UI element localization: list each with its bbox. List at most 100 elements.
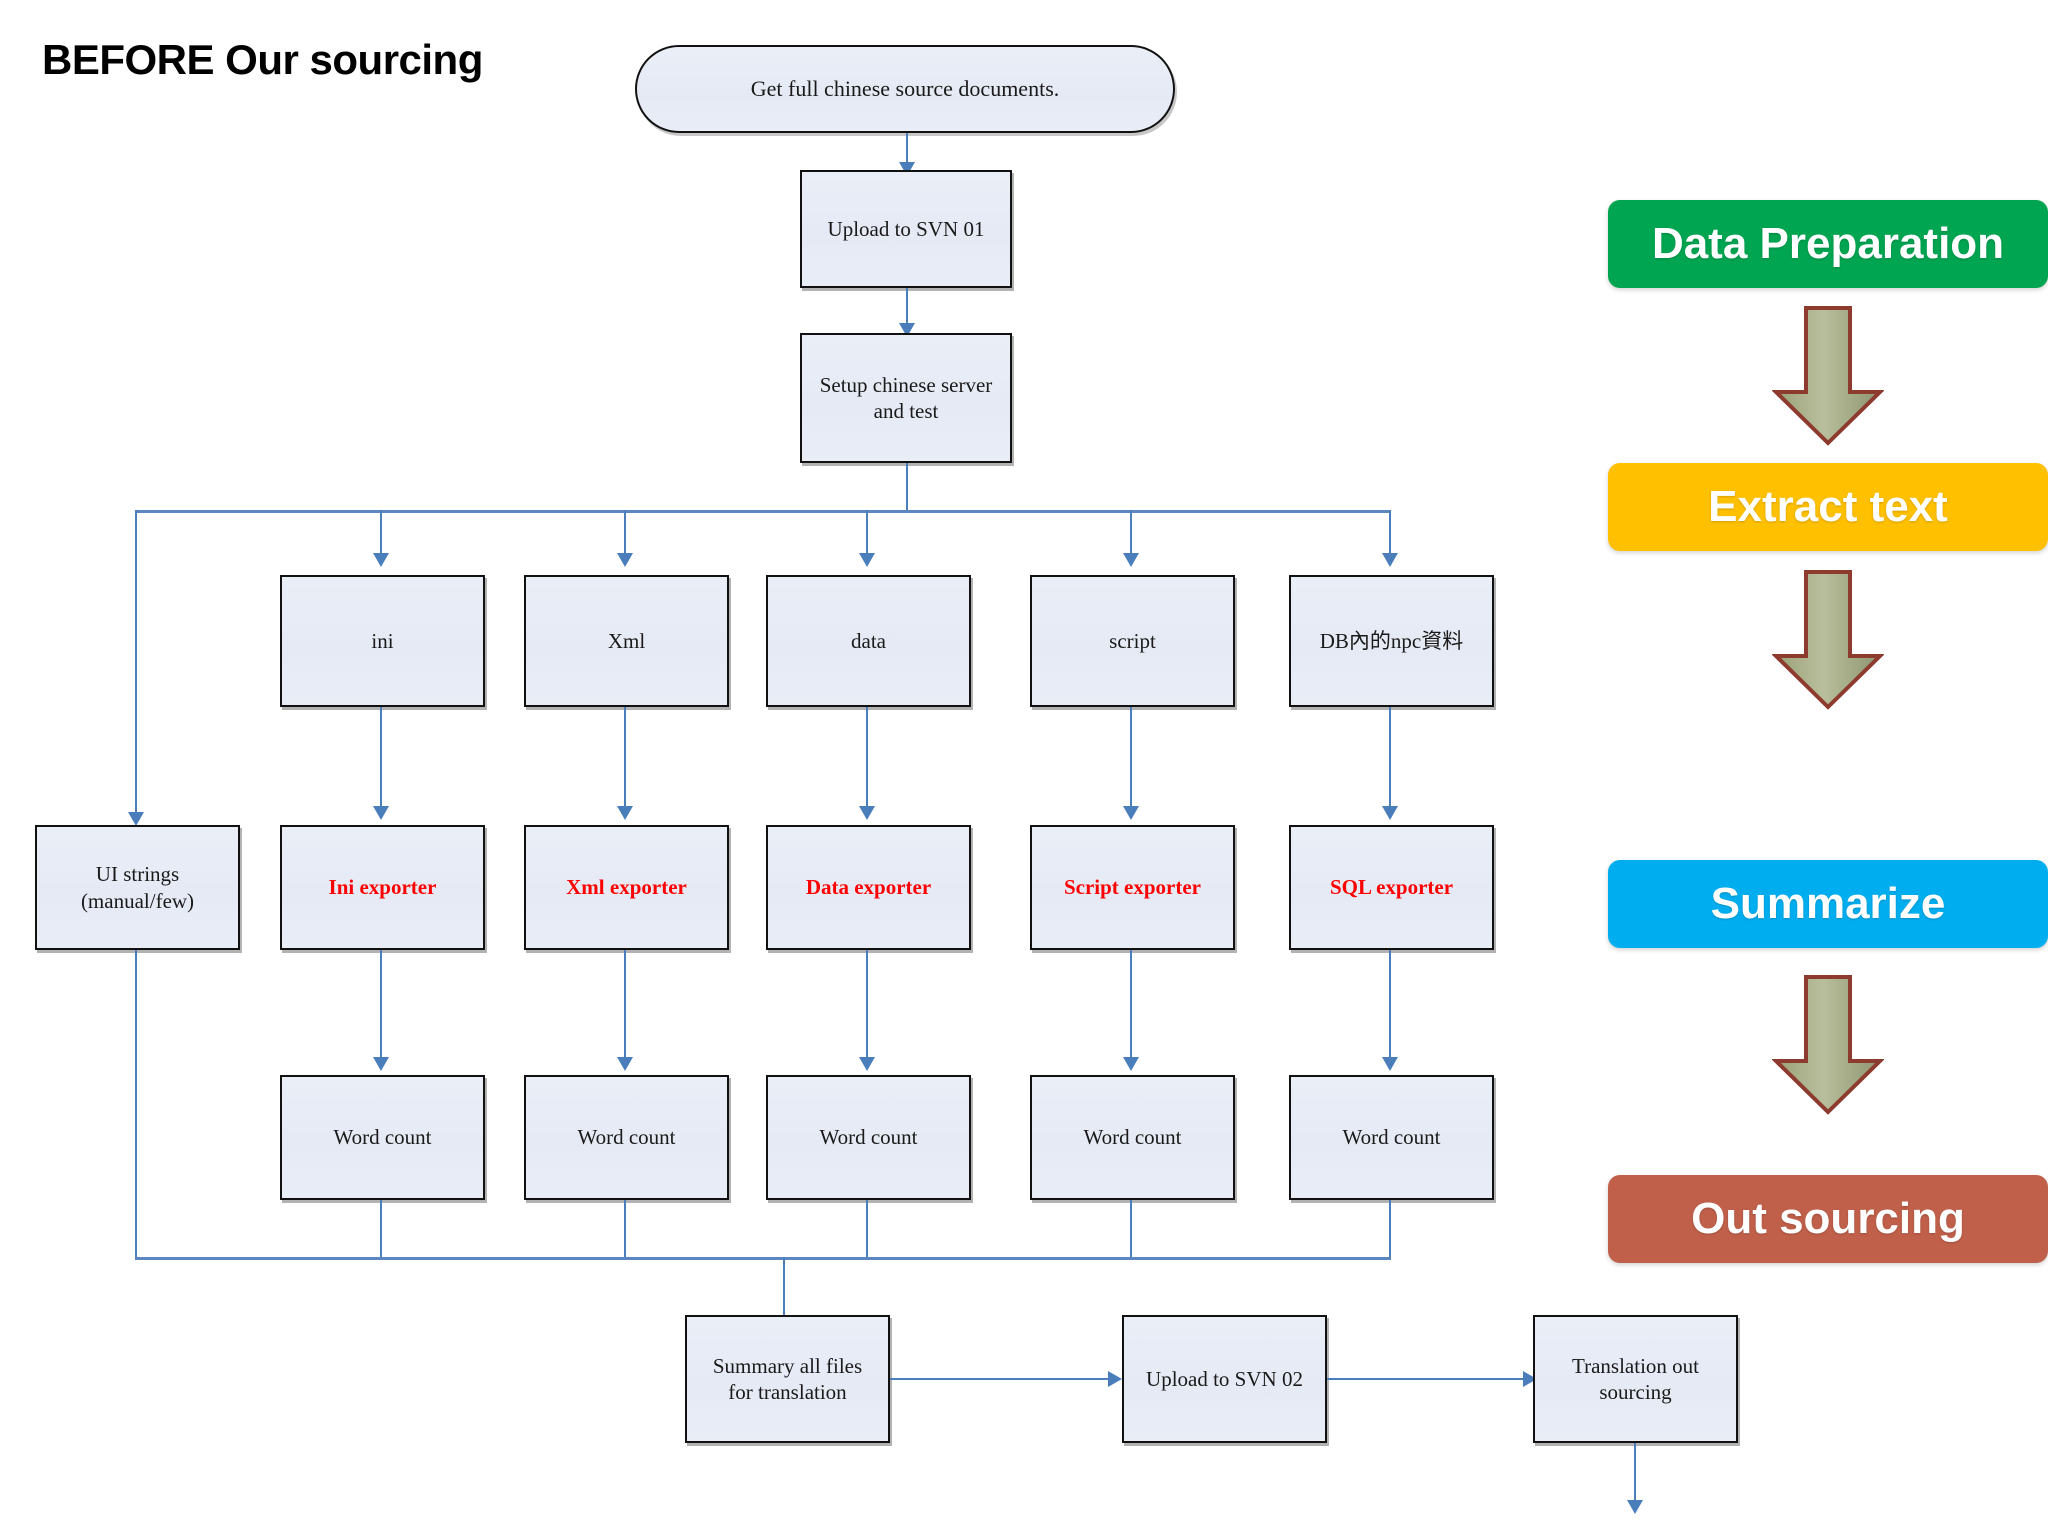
arrowhead-source-data-to-exporter [859, 806, 875, 820]
connector-source-db-to-exporter [1389, 707, 1391, 812]
connector-bus-to-ui-strings [135, 510, 137, 820]
arrowhead-bus-to-source-ini [373, 553, 389, 567]
flow-node-exporter-ini[interactable]: Ini exporter [280, 825, 485, 950]
setup-line-2: and test [873, 399, 939, 423]
connector-setup-to-bus [906, 463, 908, 511]
flow-node-exporter-ini-label: Ini exporter [328, 875, 437, 900]
flow-node-exporter-sql[interactable]: SQL exporter [1289, 825, 1494, 950]
arrowhead-bus-to-source-script [1123, 553, 1139, 567]
setup-line-1: Setup chinese server [819, 372, 993, 397]
arrowhead-source-ini-to-exporter [373, 806, 389, 820]
flow-node-wordcount-sql-label: Word count [1342, 1125, 1441, 1150]
flow-node-exporter-script[interactable]: Script exporter [1030, 825, 1235, 950]
flow-node-exporter-data[interactable]: Data exporter [766, 825, 971, 950]
arrowhead-summary-to-upload02 [1108, 1371, 1122, 1387]
flow-node-wordcount-script-label: Word count [1083, 1125, 1182, 1150]
flow-node-summary[interactable]: Summary all files for translation [685, 1315, 890, 1443]
arrowhead-source-xml-to-exporter [617, 806, 633, 820]
arrowhead-bus-to-ui-strings [128, 812, 144, 826]
flow-node-ui-strings[interactable]: UI strings (manual/few) [35, 825, 240, 950]
connector-source-data-to-exporter [866, 707, 868, 812]
arrowhead-exporter-data-to-wordcount [859, 1057, 875, 1071]
stage-banner-data-preparation[interactable]: Data Preparation [1608, 200, 2048, 288]
flow-node-summary-label: Summary all files for translation [705, 1353, 870, 1406]
stage-banner-out-sourcing[interactable]: Out sourcing [1608, 1175, 2048, 1263]
flow-node-source-ini-label: ini [371, 628, 394, 653]
stage-banner-summarize[interactable]: Summarize [1608, 860, 2048, 948]
connector-source-xml-to-exporter [624, 707, 626, 812]
connector-bus-to-summary [783, 1257, 785, 1355]
flow-node-source-xml-label: Xml [607, 628, 646, 653]
flow-node-exporter-script-label: Script exporter [1063, 875, 1202, 900]
flow-node-wordcount-xml[interactable]: Word count [524, 1075, 729, 1200]
arrowhead-exporter-script-to-wordcount [1123, 1057, 1139, 1071]
connector-exporter-script-to-wordcount [1130, 950, 1132, 1062]
flow-node-wordcount-sql[interactable]: Word count [1289, 1075, 1494, 1200]
stage-banner-extract-text-label: Extract text [1708, 482, 1948, 531]
stage-banner-summarize-label: Summarize [1710, 879, 1946, 928]
stage-banner-extract-text[interactable]: Extract text [1608, 463, 2048, 551]
arrowhead-source-db-to-exporter [1382, 806, 1398, 820]
flow-node-start[interactable]: Get full chinese source documents. [635, 45, 1175, 133]
arrowhead-translation-to-offpage [1627, 1500, 1643, 1514]
connector-exporter-xml-to-wordcount [624, 950, 626, 1062]
connector-upload02-to-translation [1327, 1378, 1527, 1380]
flow-node-ui-strings-label: UI strings (manual/few) [73, 861, 202, 914]
connector-bus-to-source-ini [380, 510, 382, 560]
connector-start-to-upload01 [906, 133, 908, 169]
flow-node-upload-svn-02-label: Upload to SVN 02 [1146, 1366, 1303, 1391]
arrowhead-exporter-xml-to-wordcount [617, 1057, 633, 1071]
summary-line-1: Summary all files [712, 1353, 863, 1378]
connector-wordcount-script-to-bus [1130, 1200, 1132, 1258]
summary-line-2: for translation [728, 1380, 847, 1404]
flow-node-exporter-xml-label: Xml exporter [566, 875, 687, 900]
flow-node-source-script-label: script [1109, 628, 1156, 653]
arrowhead-exporter-sql-to-wordcount [1382, 1057, 1398, 1071]
translation-line-2: sourcing [1599, 1380, 1672, 1404]
stage-arrow-3-icon [1772, 975, 1884, 1115]
stage-banner-data-preparation-label: Data Preparation [1651, 219, 2005, 268]
connector-wordcount-data-to-bus [866, 1200, 868, 1258]
connector-source-script-to-exporter [1130, 707, 1132, 812]
flow-node-source-ini[interactable]: ini [280, 575, 485, 707]
ui-strings-line-2: (manual/few) [80, 888, 195, 913]
flow-node-exporter-data-label: Data exporter [805, 875, 932, 900]
stage-arrow-1-icon [1772, 306, 1884, 446]
flow-node-upload-svn-01[interactable]: Upload to SVN 01 [800, 170, 1012, 288]
flow-node-wordcount-ini-label: Word count [333, 1125, 432, 1150]
flow-node-exporter-sql-label: SQL exporter [1329, 875, 1454, 900]
flow-node-wordcount-ini[interactable]: Word count [280, 1075, 485, 1200]
flow-node-translation-out-sourcing-label: Translation out sourcing [1564, 1353, 1707, 1406]
connector-source-ini-to-exporter [380, 707, 382, 812]
connector-summary-to-upload02 [890, 1378, 1112, 1380]
flow-node-wordcount-xml-label: Word count [577, 1125, 676, 1150]
flow-node-setup-server-label: Setup chinese server and test [812, 372, 1001, 425]
flow-node-exporter-xml[interactable]: Xml exporter [524, 825, 729, 950]
connector-wordcount-xml-to-bus [624, 1200, 626, 1258]
flow-node-source-db[interactable]: DB內的npc資料 [1289, 575, 1494, 707]
flow-node-source-data-label: data [851, 628, 886, 653]
flow-node-source-script[interactable]: script [1030, 575, 1235, 707]
connector-upload01-to-setup [906, 288, 908, 332]
ui-strings-line-1: UI strings [95, 862, 180, 887]
flow-node-upload-svn-01-label: Upload to SVN 01 [827, 216, 985, 241]
connector-wordcount-ini-to-bus [380, 1200, 382, 1258]
connector-exporter-data-to-wordcount [866, 950, 868, 1062]
arrowhead-source-script-to-exporter [1123, 806, 1139, 820]
flow-node-setup-server[interactable]: Setup chinese server and test [800, 333, 1012, 463]
flow-node-wordcount-data[interactable]: Word count [766, 1075, 971, 1200]
page-title: BEFORE Our sourcing [42, 36, 483, 83]
flow-node-source-db-label: DB內的npc資料 [1319, 628, 1464, 653]
flow-node-translation-out-sourcing[interactable]: Translation out sourcing [1533, 1315, 1738, 1443]
arrowhead-exporter-ini-to-wordcount [373, 1057, 389, 1071]
connector-wordcount-sql-to-bus [1389, 1200, 1391, 1258]
connector-bus-to-source-script [1130, 510, 1132, 560]
flow-node-source-data[interactable]: data [766, 575, 971, 707]
flow-node-wordcount-script[interactable]: Word count [1030, 1075, 1235, 1200]
collection-bus [135, 1257, 1391, 1260]
flow-node-source-xml[interactable]: Xml [524, 575, 729, 707]
stage-arrow-2-icon [1772, 570, 1884, 710]
flow-node-upload-svn-02[interactable]: Upload to SVN 02 [1122, 1315, 1327, 1443]
flow-node-start-label: Get full chinese source documents. [750, 76, 1060, 102]
